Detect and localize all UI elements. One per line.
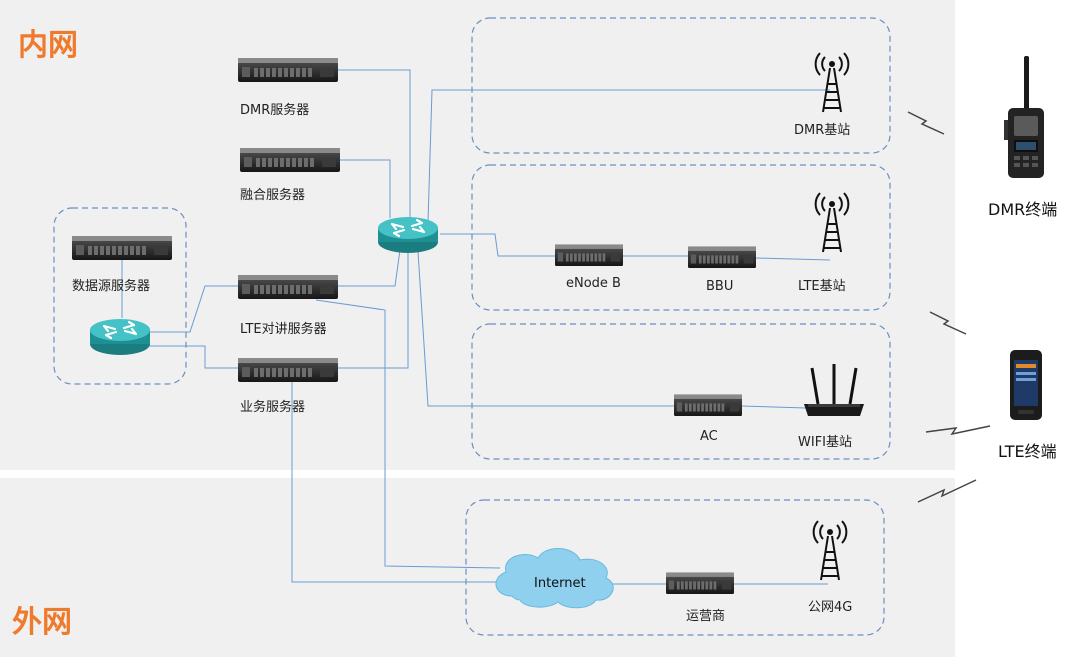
dmr-wireless-link-icon [907, 111, 945, 135]
public-wireless-link-icon [917, 479, 977, 503]
link-ac-wifi [741, 405, 807, 409]
dmr-server-icon [238, 58, 338, 82]
fusion-server-label: 融合服务器 [240, 187, 305, 203]
wifi-wireless-link-icon [925, 425, 991, 436]
business-server-label: 业务服务器 [240, 399, 305, 415]
lte-ptt-server-label: LTE对讲服务器 [240, 321, 327, 337]
bbu-icon [688, 246, 756, 268]
connections [121, 69, 831, 585]
dmr-base-label: DMR基站 [794, 123, 850, 138]
datasource-group [53, 207, 187, 385]
public-4g-tower-icon [812, 520, 848, 581]
lte-wireless-link-icon [929, 311, 967, 335]
wifi-group [471, 323, 891, 460]
link-router-enodeb [440, 233, 555, 257]
business-server-icon [238, 358, 338, 382]
link-fusion-server-router [335, 159, 391, 218]
lte-base-label: LTE基站 [798, 279, 846, 294]
link-bbu-lte-base [755, 257, 831, 261]
wifi-router-icon [804, 364, 864, 416]
internet-label: Internet [534, 576, 586, 591]
link-business-server-router [335, 250, 409, 369]
dmr-terminal-label: DMR终端 [988, 200, 1057, 219]
public-4g-label: 公网4G [808, 600, 852, 615]
link-router-ac [417, 251, 675, 407]
operator-server-icon [666, 572, 734, 594]
dmr-server-label: DMR服务器 [240, 102, 309, 118]
dmr-base-tower-icon [814, 52, 850, 113]
lte-ptt-server-icon [238, 275, 338, 299]
link-switch-lte-server [148, 285, 240, 333]
internet-cloud-icon [495, 548, 614, 609]
fusion-server-icon [240, 148, 340, 172]
dmr-group [471, 17, 891, 154]
core-router-icon [376, 215, 440, 255]
datasource-server-icon [72, 236, 172, 260]
link-switch-business-server [148, 345, 240, 369]
link-lte-server-internet [315, 299, 501, 569]
link-business-internet [291, 382, 500, 583]
public-network-group [465, 499, 885, 636]
link-dmr-server-router [335, 69, 411, 220]
lte-base-tower-icon [814, 192, 850, 253]
datasource-router-icon [88, 317, 152, 357]
enodeb-label: eNode B [566, 276, 621, 291]
link-lte-server-router [335, 249, 401, 287]
lte-terminal-label: LTE终端 [998, 442, 1057, 461]
wifi-base-label: WIFI基站 [798, 435, 852, 450]
ac-label: AC [700, 429, 718, 444]
inner-network-zone [0, 0, 955, 470]
ac-icon [674, 394, 742, 416]
outer-zone-label: 外网 [12, 605, 72, 640]
operator-label: 运营商 [686, 609, 725, 624]
enodeb-icon [555, 244, 623, 266]
lte-terminal-phone-icon [1010, 350, 1042, 420]
link-router-dmr-base [427, 89, 830, 223]
inner-zone-label: 内网 [18, 28, 78, 63]
lte-group [471, 164, 891, 311]
dmr-terminal-radio-icon [1004, 56, 1044, 178]
datasource-server-label: 数据源服务器 [72, 278, 150, 294]
bbu-label: BBU [706, 279, 733, 294]
